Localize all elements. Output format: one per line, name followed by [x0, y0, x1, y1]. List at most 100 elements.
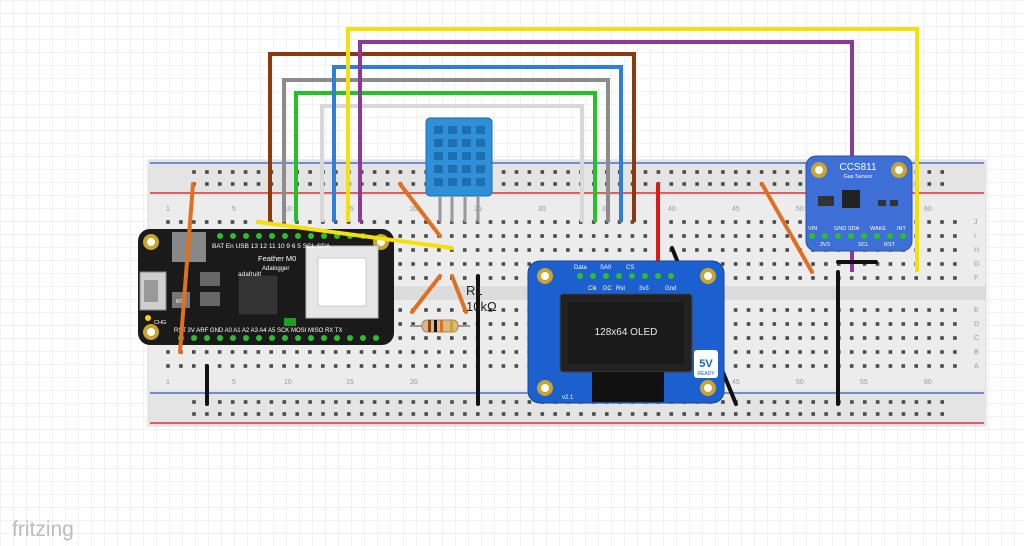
- breadboard-hole: [398, 234, 402, 238]
- rail-hole: [450, 400, 454, 404]
- breadboard-hole: [888, 350, 893, 354]
- rail-hole: [746, 182, 751, 186]
- breadboard-hole: [875, 364, 880, 368]
- col-num: 20: [410, 379, 418, 386]
- wire-orange-resistor-left[interactable]: [410, 274, 442, 314]
- breadboard-hole: [862, 336, 867, 340]
- breadboard-hole: [553, 220, 557, 224]
- rail-hole: [501, 412, 506, 416]
- breadboard-hole: [824, 364, 828, 368]
- breadboard-hole: [308, 220, 312, 224]
- jumper-wires-top[interactable]: [268, 27, 919, 272]
- breadboard-hole: [192, 364, 196, 368]
- breadboard-hole: [695, 220, 699, 224]
- col-num: 35: [602, 206, 610, 213]
- breadboard-hole: [888, 262, 893, 266]
- resistor-r1[interactable]: R1 10kΩ: [410, 283, 497, 333]
- rail-hole: [501, 400, 506, 404]
- wire-green[interactable]: [294, 91, 597, 222]
- col-num: 45: [732, 206, 740, 213]
- breadboard-hole: [772, 262, 777, 266]
- rail-hole: [772, 182, 777, 186]
- rail-hole: [372, 182, 377, 186]
- wire-gray[interactable]: [282, 78, 610, 222]
- breadboard-hole: [230, 220, 235, 224]
- breadboard-hole: [617, 248, 622, 252]
- breadboard-hole: [785, 220, 789, 224]
- breadboard-hole: [708, 248, 712, 252]
- breadboard-hole: [398, 336, 402, 340]
- breadboard-hole: [798, 308, 802, 312]
- dht-vent: [448, 152, 457, 160]
- breadboard-hole: [385, 350, 390, 354]
- oled-pin: [577, 273, 583, 279]
- breadboard-hole: [824, 308, 828, 312]
- oled-display-module[interactable]: Data SA0 CS Clk DC Rst 3v3 Gnd 128x64 OL…: [527, 260, 725, 404]
- breadboard-hole: [488, 220, 493, 224]
- breadboard-hole: [411, 248, 415, 252]
- breadboard-hole: [501, 276, 506, 280]
- wire-blue[interactable]: [332, 65, 623, 222]
- ccs811-gas-sensor[interactable]: CCS811 Gas Sensor VIN GND SDA WAKE INT 3…: [805, 155, 913, 252]
- row-letter: B: [974, 349, 979, 356]
- col-num: 1: [166, 206, 170, 213]
- rail-hole: [927, 170, 932, 174]
- row-letter: J: [974, 219, 978, 226]
- rail-hole: [334, 400, 338, 404]
- feather-m0-adalogger[interactable]: BAT En USB 13 12 11 10 9 6 5 SCL SDA Fea…: [138, 229, 394, 345]
- wire-orange-dht[interactable]: [398, 182, 442, 238]
- wire-orange-feather-power[interactable]: [178, 182, 195, 354]
- mounting-hole-center: [147, 238, 155, 246]
- smd-component: [200, 292, 220, 306]
- rail-hole: [798, 412, 803, 416]
- rail-hole: [656, 412, 661, 416]
- rail-hole: [643, 170, 648, 174]
- breadboard-hole: [398, 248, 402, 252]
- wire-yellow-short[interactable]: [256, 220, 454, 250]
- breadboard-hole: [256, 364, 261, 368]
- breadboard-hole: [437, 262, 441, 266]
- col-num: 15: [346, 379, 354, 386]
- rail-hole: [695, 182, 699, 186]
- breadboard-hole: [695, 234, 699, 238]
- breadboard-hole: [488, 364, 493, 368]
- breadboard-hole: [269, 364, 273, 368]
- wire-orange-ccs-vin[interactable]: [760, 182, 814, 274]
- row-letter: E: [974, 307, 979, 314]
- breadboard-hole: [746, 262, 751, 266]
- feather-pin: [269, 233, 275, 239]
- resistor-band: [434, 320, 437, 332]
- breadboard-hole: [514, 308, 519, 312]
- breadboard-hole: [475, 234, 480, 238]
- breadboard-hole: [398, 262, 402, 266]
- breadboard-hole: [514, 276, 519, 280]
- oled-pin-label: 3v3: [639, 286, 649, 292]
- breadboard-hole: [282, 350, 286, 354]
- rail-hole: [334, 412, 338, 416]
- breadboard-hole: [862, 350, 867, 354]
- breadboard-hole: [385, 220, 390, 224]
- wire-brown[interactable]: [268, 52, 636, 222]
- breadboard-hole: [940, 336, 944, 340]
- breadboard-hole: [927, 248, 931, 252]
- breadboard-hole: [940, 262, 944, 266]
- oled-pin: [668, 273, 674, 279]
- breadboard-hole: [914, 350, 918, 354]
- rail-hole: [463, 412, 467, 416]
- resistor-band: [428, 320, 431, 332]
- dht11-sensor[interactable]: [425, 117, 493, 222]
- wire-yellow[interactable]: [346, 27, 919, 272]
- rail-hole: [669, 182, 674, 186]
- breadboard-hole: [372, 220, 377, 224]
- breadboard-hole: [940, 276, 944, 280]
- rail-hole: [553, 412, 557, 416]
- wire-orange-resistor-right[interactable]: [450, 274, 468, 314]
- wire-white[interactable]: [320, 104, 584, 222]
- rail-hole: [321, 412, 325, 416]
- breadboard-hole: [772, 308, 777, 312]
- breadboard-hole: [359, 350, 364, 354]
- breadboard-hole: [372, 350, 377, 354]
- dht-vent: [476, 126, 485, 134]
- breadboard-hole: [501, 336, 506, 340]
- rail-hole: [682, 412, 686, 416]
